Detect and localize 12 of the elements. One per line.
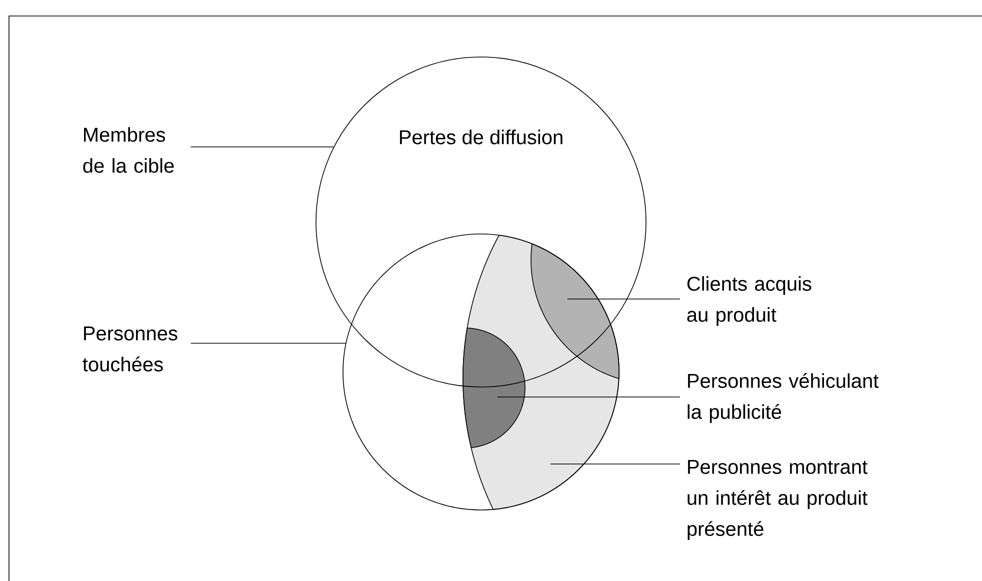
venn-circle xyxy=(342,234,620,510)
shaded-region xyxy=(462,328,526,448)
leader-line xyxy=(497,396,680,398)
leader-line xyxy=(190,146,334,148)
label-text: Personnes touchées xyxy=(82,326,178,372)
label-text: Personnes montrant un intérêt au produit présenté xyxy=(688,460,868,540)
shaded-region xyxy=(530,243,620,379)
label-text: Membres de la cible xyxy=(83,127,174,173)
label-text: Clients acquis au produit xyxy=(687,276,812,326)
label-text: Personnes véhiculant la publicité xyxy=(688,373,879,423)
leader-line xyxy=(190,342,346,344)
leader-line xyxy=(567,298,680,300)
